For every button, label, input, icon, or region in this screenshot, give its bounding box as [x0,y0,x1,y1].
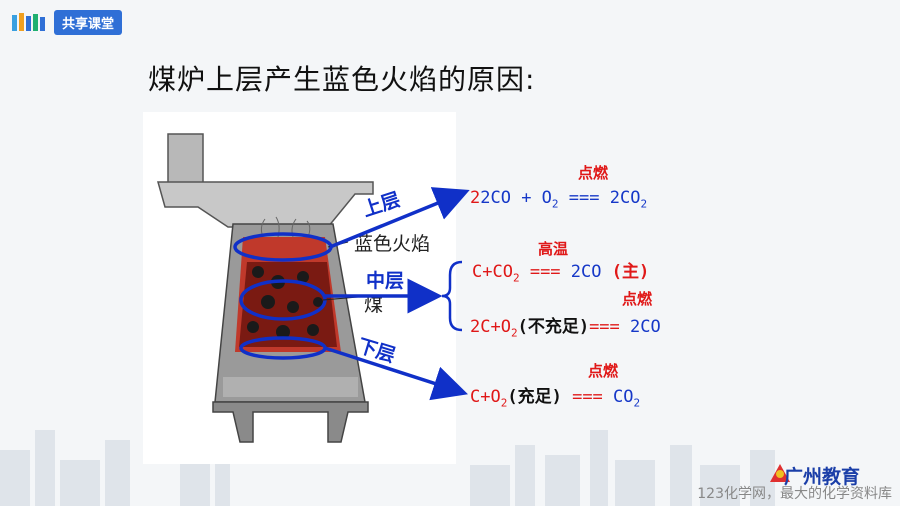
equation-lower: C+O2(充足) === CO2 [470,387,641,410]
eq-upper-condition: 点燃 [578,164,609,182]
equation-upper: 22CO + O2 === 2CO2 [470,188,648,211]
city-skyline-decoration [0,430,775,506]
layer-label-middle: 中层 [366,270,405,292]
eq-middle1-condition: 高温 [538,240,569,258]
coal-label: 煤 [364,294,384,316]
eq-middle2-condition: 点燃 [622,290,653,308]
brand-name: 广州教育 [783,466,860,488]
course-badge: 共享课堂 [54,9,123,35]
equation-middle1: C+CO2 === 2CO (主) [472,262,650,285]
watermark-text: 123化学网，最大的化学资料库 [697,486,892,502]
course-logo: 共享课堂 [10,9,123,35]
page-title: 煤炉上层产生蓝色火焰的原因: [148,63,536,96]
flame-label: 蓝色火焰 [354,233,431,255]
arrow-lower [324,346,468,401]
arrow-upper [329,187,470,249]
stove-drawing [157,133,374,443]
eq-upper-coef: 2 [470,188,481,208]
middle-brace [441,260,463,332]
equation-middle2: 2C+O2(不充足)=== 2CO [470,317,661,340]
eq-lower-condition: 点燃 [588,362,619,380]
brand-logo-icon [770,464,790,482]
book-icon [12,13,45,31]
stove-illustration [143,112,456,464]
